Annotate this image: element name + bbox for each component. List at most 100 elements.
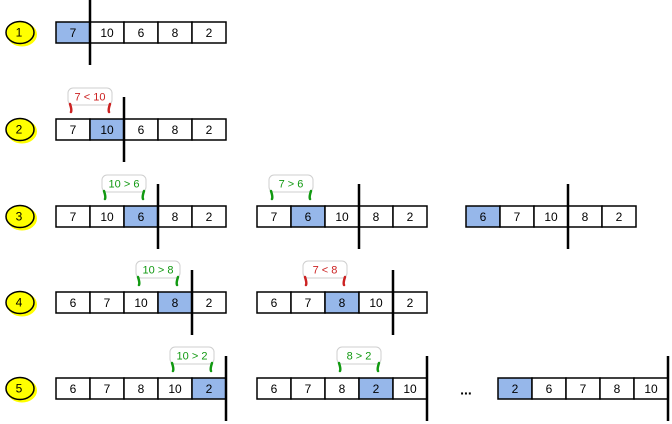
cell-value: 10 bbox=[544, 210, 558, 224]
comparison-text: 10 > 8 bbox=[143, 265, 174, 277]
cell-value: 10 bbox=[335, 210, 349, 224]
bubble-box bbox=[268, 174, 314, 193]
cell-value: 6 bbox=[70, 382, 77, 396]
comparison-text: 7 < 10 bbox=[75, 92, 106, 104]
comparison-text: 8 > 2 bbox=[347, 351, 372, 363]
cell-value: 8 bbox=[614, 382, 621, 396]
cell-value: 2 bbox=[373, 382, 380, 396]
cell-value: 7 bbox=[70, 26, 77, 40]
cell-value: 2 bbox=[206, 296, 213, 310]
cell-value: 7 bbox=[305, 382, 312, 396]
bubble-box bbox=[169, 346, 215, 365]
step-label: 4 bbox=[16, 296, 23, 310]
badge-circle bbox=[5, 290, 35, 315]
cell-value: 7 bbox=[104, 296, 111, 310]
bubble-leg-right bbox=[209, 361, 214, 373]
cell-value: 7 bbox=[305, 296, 312, 310]
comparison-bubble: 10 > 8 bbox=[135, 260, 181, 287]
comparison-bubble: 7 < 8 bbox=[302, 260, 348, 287]
cell-value: 7 bbox=[70, 123, 77, 137]
bubble-leg-left bbox=[269, 189, 274, 201]
cell-value: 6 bbox=[480, 210, 487, 224]
step-badge: 5 bbox=[5, 376, 37, 403]
cell-value: 2 bbox=[206, 123, 213, 137]
cell-value: 7 bbox=[104, 382, 111, 396]
cell-value: 2 bbox=[206, 382, 213, 396]
cell-value: 2 bbox=[616, 210, 623, 224]
step-label: 5 bbox=[16, 382, 23, 396]
cell-value: 10 bbox=[134, 296, 148, 310]
ellipsis: ... bbox=[460, 382, 472, 398]
badge-circle bbox=[5, 376, 35, 401]
comparison-bubble: 7 > 6 bbox=[268, 174, 314, 201]
bubble-leg-right bbox=[175, 275, 180, 287]
step-label: 1 bbox=[16, 26, 23, 40]
cell-value: 8 bbox=[172, 296, 179, 310]
cell-value: 10 bbox=[168, 382, 182, 396]
array-cell bbox=[191, 21, 227, 44]
comparison-bubble: 10 > 6 bbox=[101, 174, 147, 201]
step-badge: 3 bbox=[5, 204, 37, 231]
cell-value: 8 bbox=[138, 382, 145, 396]
comparison-text: 7 > 6 bbox=[279, 179, 304, 191]
array-cell bbox=[191, 205, 227, 228]
badge-circle bbox=[5, 117, 35, 142]
cell-value: 10 bbox=[100, 26, 114, 40]
cell-value: 6 bbox=[271, 382, 278, 396]
array: 6 7 8 10 2 10 > 2 bbox=[55, 346, 228, 421]
cell-value: 6 bbox=[138, 210, 145, 224]
step-label: 3 bbox=[16, 210, 23, 224]
bubble-leg-left bbox=[136, 275, 141, 287]
cell-value: 2 bbox=[512, 382, 519, 396]
comparison-bubble: 8 > 2 bbox=[336, 346, 382, 373]
cell-value: 2 bbox=[206, 26, 213, 40]
bubble-box bbox=[336, 346, 382, 365]
cell-value: 6 bbox=[305, 210, 312, 224]
step-badge: 2 bbox=[5, 117, 37, 144]
bubble-box bbox=[67, 87, 113, 106]
array-cell bbox=[601, 205, 637, 228]
cell-value: 10 bbox=[644, 382, 658, 396]
cell-value: 6 bbox=[546, 382, 553, 396]
cell-value: 7 bbox=[514, 210, 521, 224]
cell-value: 6 bbox=[271, 296, 278, 310]
bubble-box bbox=[101, 174, 147, 193]
comparison-bubble: 10 > 2 bbox=[169, 346, 215, 373]
comparison-text: 7 < 8 bbox=[313, 265, 338, 277]
bubble-leg-left bbox=[68, 102, 73, 114]
cell-value: 8 bbox=[339, 382, 346, 396]
cell-value: 7 bbox=[580, 382, 587, 396]
cell-value: 8 bbox=[172, 123, 179, 137]
step-badge: 4 bbox=[5, 290, 37, 317]
bubble-leg-left bbox=[337, 361, 342, 373]
array-cell bbox=[191, 118, 227, 141]
cell-value: 10 bbox=[369, 296, 383, 310]
cell-value: 2 bbox=[206, 210, 213, 224]
cell-value: 6 bbox=[138, 123, 145, 137]
cell-value: 2 bbox=[407, 210, 414, 224]
bubble-box bbox=[302, 260, 348, 279]
cell-value: 8 bbox=[373, 210, 380, 224]
array-cell bbox=[392, 205, 428, 228]
comparison-bubble: 7 < 10 bbox=[67, 87, 113, 114]
bubble-leg-right bbox=[107, 102, 112, 114]
cell-value: 8 bbox=[172, 26, 179, 40]
cell-value: 10 bbox=[100, 210, 114, 224]
bubble-leg-right bbox=[141, 189, 146, 201]
cell-value: 6 bbox=[138, 26, 145, 40]
comparison-text: 10 > 6 bbox=[109, 179, 140, 191]
bubble-leg-left bbox=[303, 275, 308, 287]
bubble-leg-right bbox=[376, 361, 381, 373]
badge-circle bbox=[5, 204, 35, 229]
bubble-leg-right bbox=[308, 189, 313, 201]
